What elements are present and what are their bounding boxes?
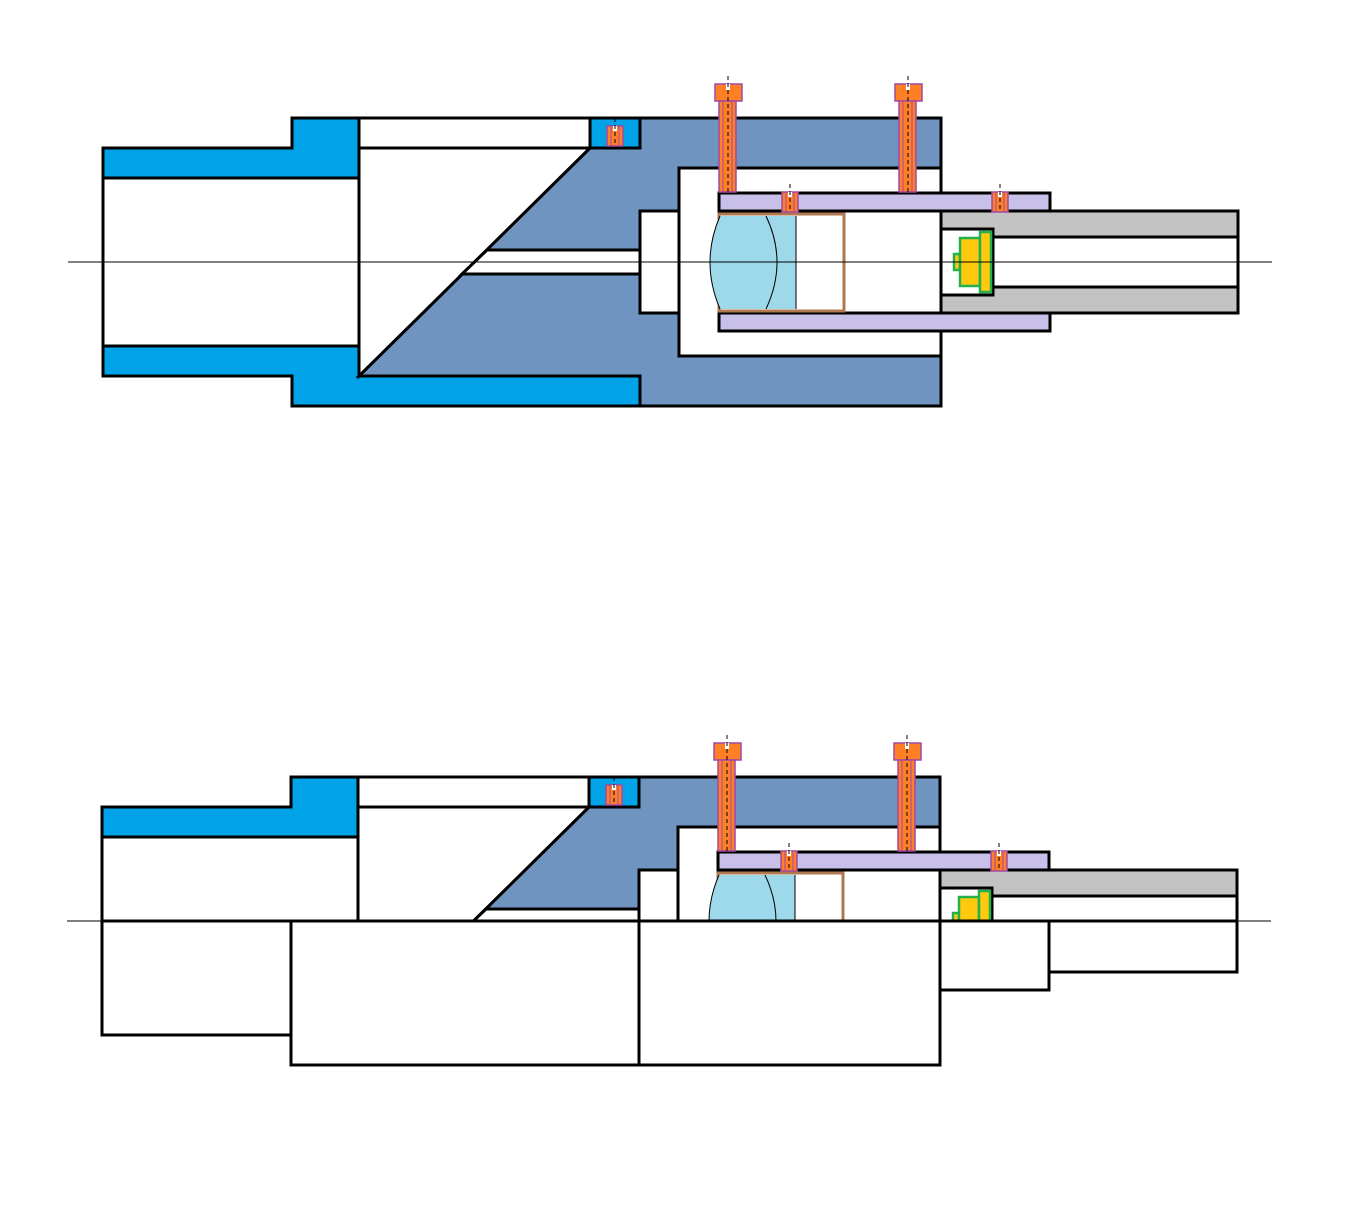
exterior-outline (100, 919, 1239, 1067)
half-section-view (67, 735, 1271, 1067)
full-section-view (68, 76, 1272, 406)
